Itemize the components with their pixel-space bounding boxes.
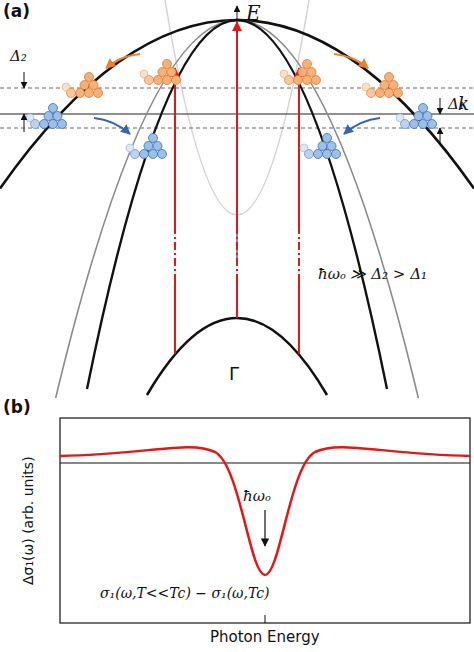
point-label: Γ	[229, 364, 239, 384]
hot-carriers	[26, 104, 67, 129]
zero-line	[60, 463, 470, 464]
relaxation-arrow	[334, 54, 368, 68]
relaxed-carriers	[362, 73, 403, 98]
relaxation-arrow	[344, 118, 380, 134]
relaxed-carriers	[126, 134, 167, 159]
relaxation-arrow	[94, 118, 130, 134]
axis-label: Photon Energy	[210, 629, 320, 646]
e-axis	[237, 6, 238, 260]
band-panel	[0, 0, 474, 398]
hot-carriers	[140, 60, 181, 85]
condition-label: ħωₒ ≫ Δ₂ > Δ₁	[318, 266, 427, 283]
gap-markers	[24, 72, 440, 144]
gap-label: Δ₂	[10, 48, 27, 65]
relaxed-carriers	[300, 134, 341, 159]
panel-tag: (b)	[3, 398, 31, 417]
hot-carriers	[280, 60, 321, 85]
relaxation-arrow	[106, 54, 140, 68]
hot-carriers	[396, 104, 437, 129]
plot-frame	[60, 418, 470, 623]
axis-label: E	[246, 2, 261, 24]
dip-arrow	[264, 510, 265, 546]
energy-label: ħωₒ	[243, 488, 271, 505]
axis-tick	[265, 615, 266, 623]
formula-label: σ₁(ω,T<<Tc) − σ₁(ω,Tc)	[100, 586, 270, 601]
axis-label: Δσ₁(ω) (arb. units)	[20, 456, 35, 585]
axis-label: k	[458, 94, 469, 114]
relaxed-carriers	[62, 73, 103, 98]
middle-band	[47, 20, 427, 398]
conductivity-curve	[60, 447, 470, 575]
inner-band	[87, 20, 387, 389]
panel-tag: (a)	[3, 2, 30, 21]
